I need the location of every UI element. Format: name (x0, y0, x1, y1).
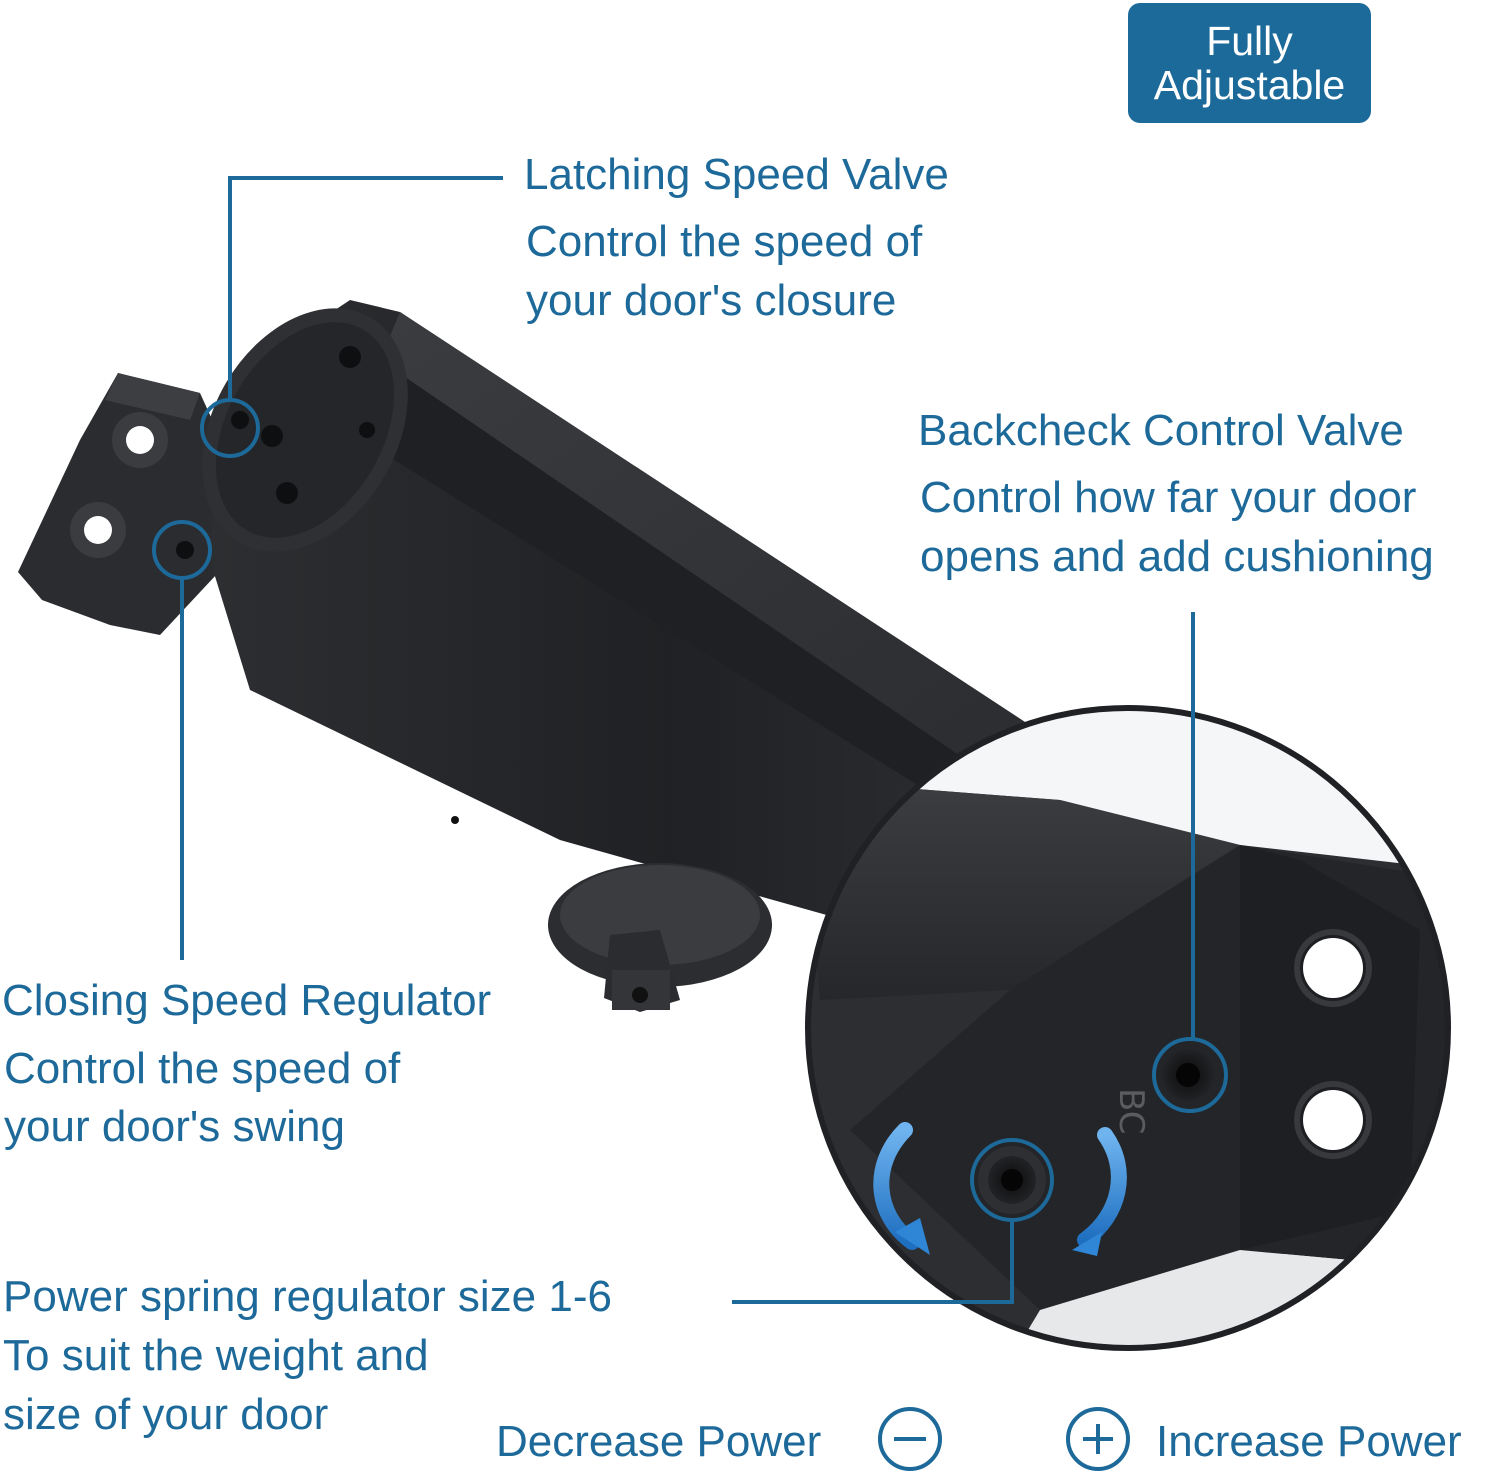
plus-circle-icon (1066, 1407, 1130, 1471)
decrease-arrow-head-icon (895, 1218, 930, 1255)
backcheck-desc-1: Control how far your door (920, 473, 1417, 522)
badge-line-1: Fully (1206, 17, 1293, 64)
increase-power-label: Increase Power (1156, 1417, 1462, 1466)
power-desc-2: size of your door (3, 1390, 329, 1439)
power-desc-1: To suit the weight and (3, 1331, 429, 1380)
closing-ring (152, 520, 212, 580)
latching-desc-2: your door's closure (526, 276, 897, 325)
backcheck-title: Backcheck Control Valve (918, 406, 1404, 455)
backcheck-ring (1152, 1037, 1228, 1113)
product-stamp: BC (1111, 1088, 1151, 1134)
badge-line-2: Adjustable (1153, 62, 1346, 108)
decrease-power-label: Decrease Power (496, 1417, 822, 1466)
fully-adjustable-badge: Fully Adjustable (1128, 3, 1371, 123)
latching-ring (200, 398, 260, 458)
power-ring (970, 1138, 1054, 1222)
power-leader-line (732, 1218, 1014, 1304)
closer-body (18, 300, 1130, 1012)
closing-title: Closing Speed Regulator (2, 976, 492, 1025)
increase-arrow-icon (1077, 1127, 1127, 1248)
minus-circle-icon (878, 1407, 942, 1471)
latching-leader-line (228, 176, 503, 400)
closing-desc-1: Control the speed of (4, 1044, 401, 1093)
closing-desc-2: your door's swing (4, 1102, 345, 1151)
latching-desc-1: Control the speed of (526, 217, 923, 266)
power-title: Power spring regulator size 1-6 (3, 1272, 612, 1321)
increase-arrow-head-icon (1072, 1232, 1102, 1256)
latching-title: Latching Speed Valve (524, 150, 949, 199)
backcheck-desc-2: opens and add cushioning (920, 532, 1434, 581)
